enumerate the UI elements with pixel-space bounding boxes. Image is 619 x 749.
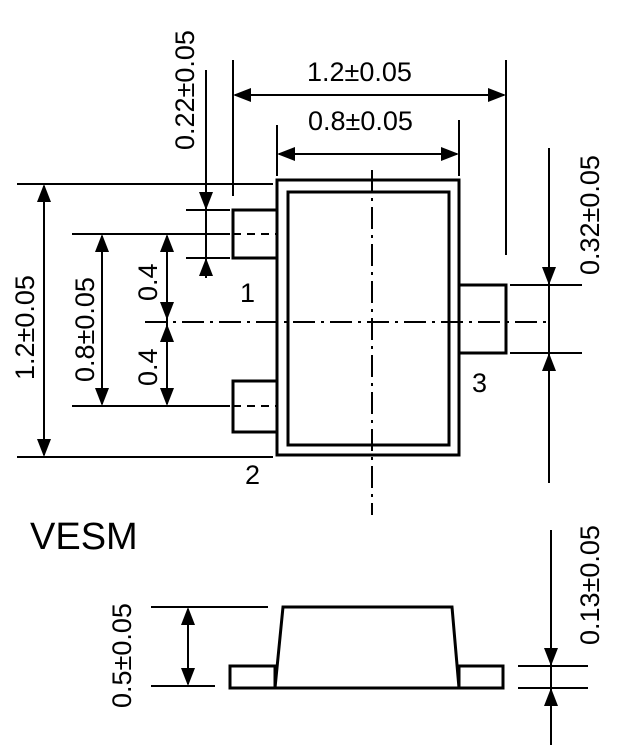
dim-lead-thickness: 0.13±0.05 bbox=[518, 525, 605, 745]
dim-overall-length: 1.2±0.05 bbox=[10, 183, 273, 458]
lead-pin-3 bbox=[459, 283, 508, 355]
dim-lead-thickness-label: 0.13±0.05 bbox=[575, 525, 605, 645]
dim-lead-width: 0.22±0.05 bbox=[170, 30, 230, 278]
dim-half-pitch: 0.4 0.4 bbox=[133, 234, 174, 406]
dim-overall-width: 1.2±0.05 bbox=[232, 57, 507, 255]
dim-lead-width-label: 0.22±0.05 bbox=[170, 30, 200, 150]
package-body-side-view bbox=[228, 605, 505, 690]
dim-height-label: 0.5±0.05 bbox=[107, 603, 137, 708]
dim-body-width: 0.8±0.05 bbox=[276, 106, 460, 176]
dim-lead-pitch-label: 0.8±0.05 bbox=[70, 277, 100, 382]
dim-overall-length-label: 1.2±0.05 bbox=[10, 275, 40, 380]
dim-half-pitch-bottom-label: 0.4 bbox=[133, 348, 163, 386]
dim-height: 0.5±0.05 bbox=[107, 603, 268, 708]
dim-lead-pitch: 0.8±0.05 bbox=[70, 233, 230, 407]
dim-overall-width-label: 1.2±0.05 bbox=[307, 57, 412, 87]
package-name-label: VESM bbox=[30, 516, 138, 558]
pin-1-label: 1 bbox=[240, 278, 255, 308]
dim-half-pitch-top-label: 0.4 bbox=[133, 263, 163, 301]
dim-body-width-label: 0.8±0.05 bbox=[308, 106, 413, 136]
lead-pin-1 bbox=[231, 208, 277, 260]
dim-lead-length-label: 0.32±0.05 bbox=[575, 155, 605, 275]
dim-lead-length: 0.32±0.05 bbox=[510, 148, 605, 483]
pin-3-label: 3 bbox=[472, 368, 487, 398]
pin-2-label: 2 bbox=[245, 460, 260, 490]
package-body-top-view bbox=[275, 178, 461, 457]
lead-pin-2 bbox=[231, 379, 277, 434]
